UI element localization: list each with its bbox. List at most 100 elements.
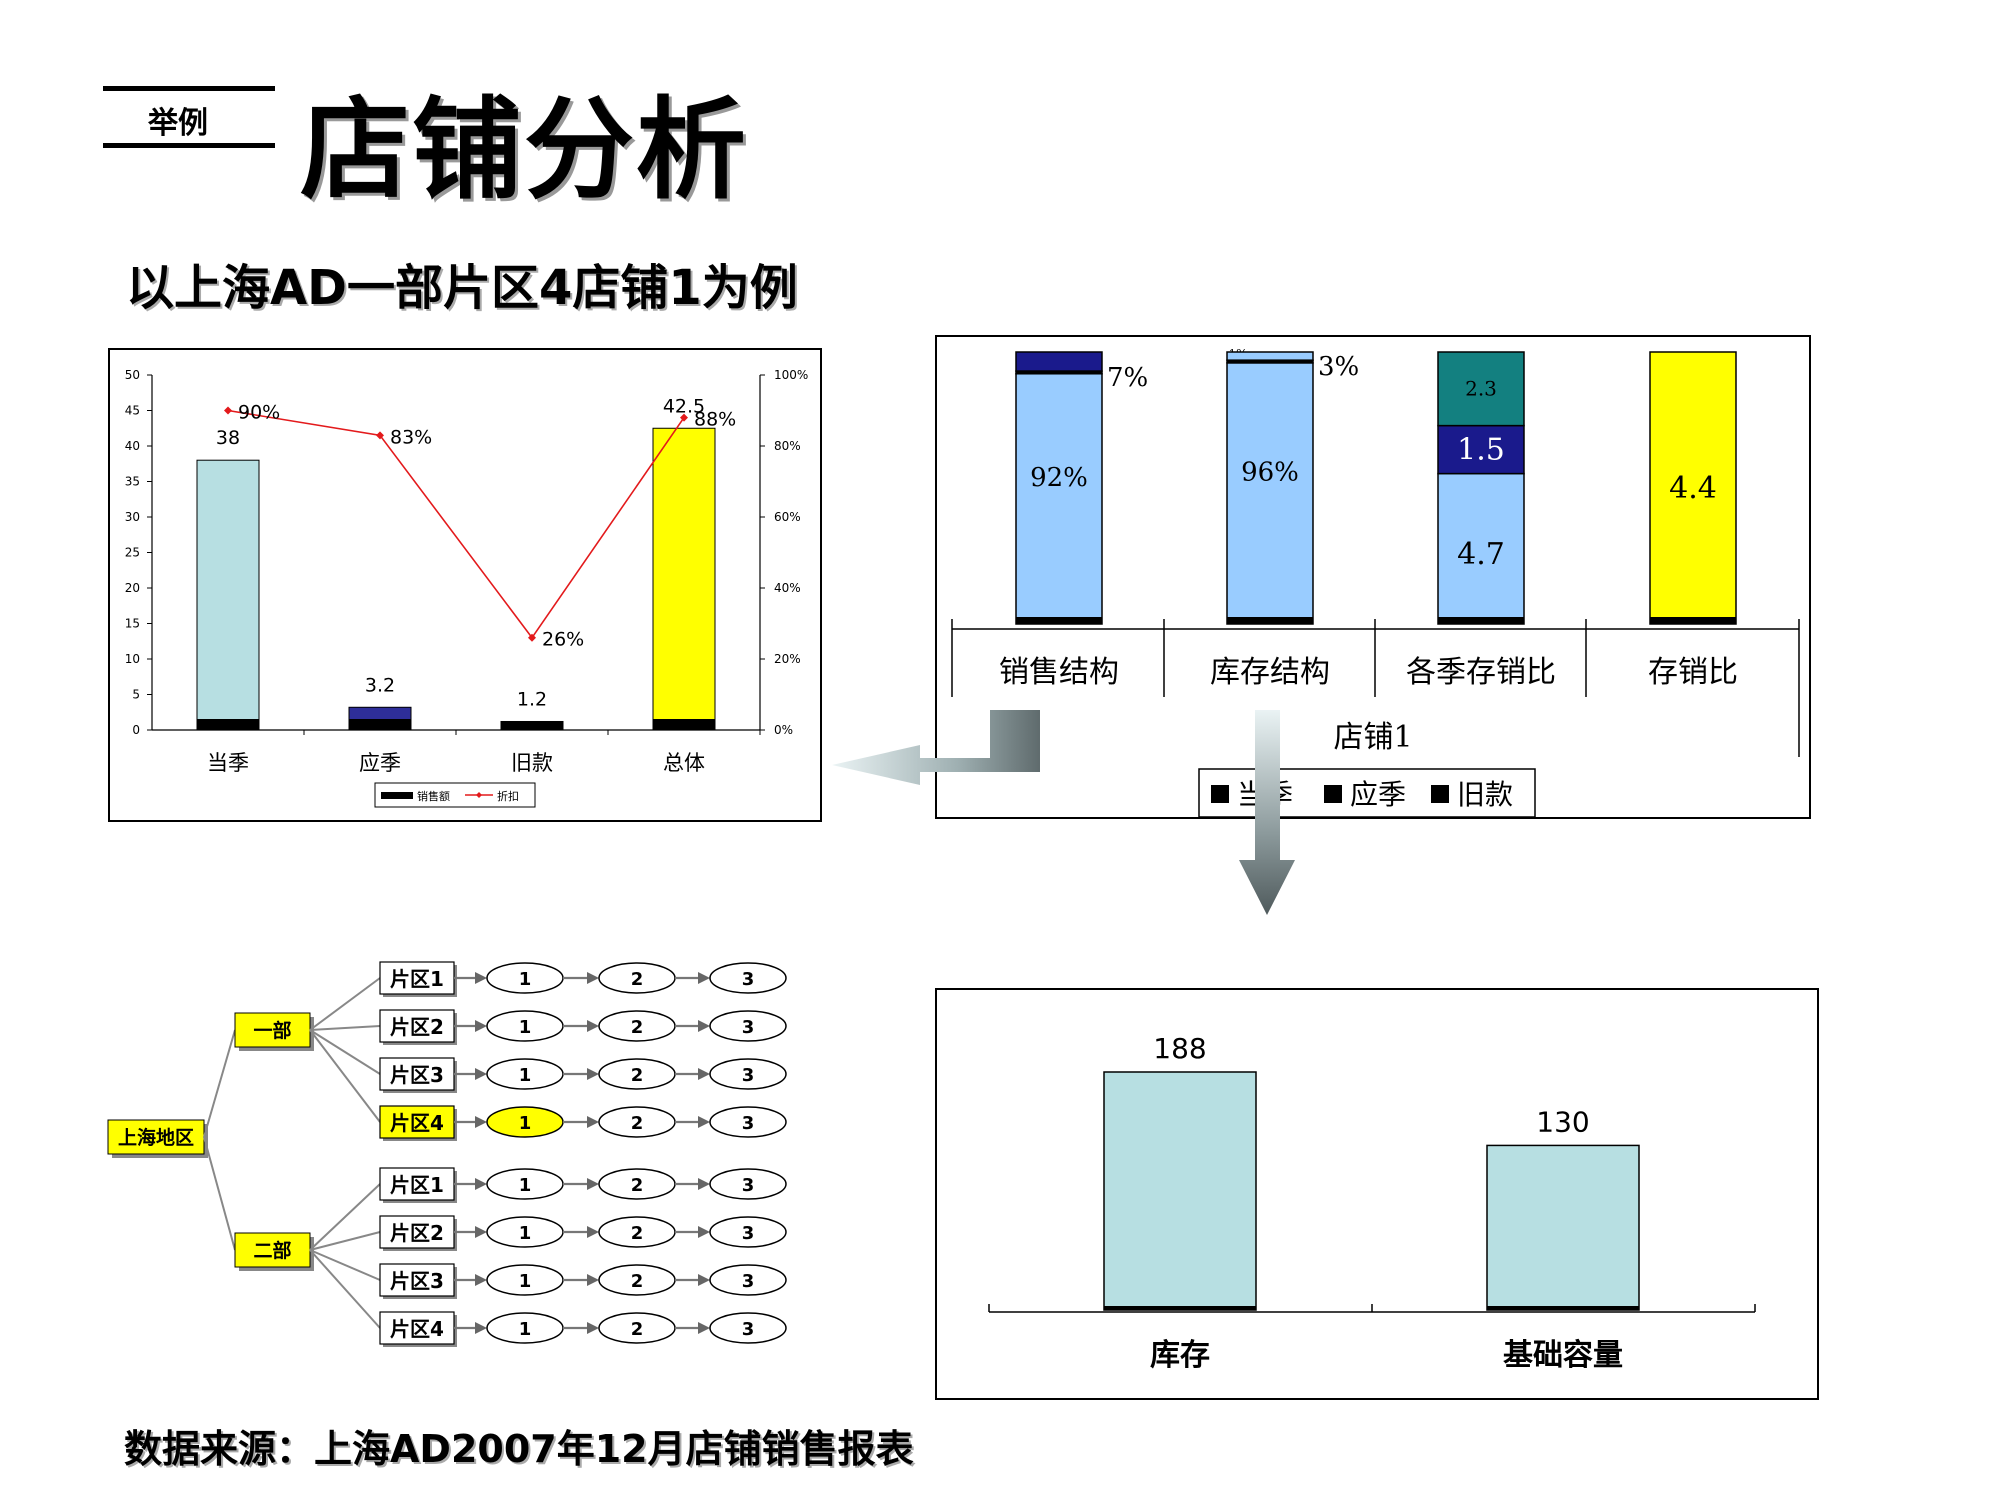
tree-connector [203,1029,236,1138]
category-label: 库存 [1150,1338,1210,1373]
arrow-head-icon [475,1274,487,1286]
category-label: 旧款 [511,751,553,775]
area-node-label: 片区4 [390,1111,444,1135]
store-node-label: 1 [519,1319,532,1340]
bar-base-segment [1438,617,1524,624]
y2-tick-label: 100% [774,368,808,382]
sales-value-label: 42.5 [663,395,705,417]
bar-base-segment [1650,617,1736,624]
stack-segment [1437,472,1525,625]
arrow-head-icon [475,1226,487,1238]
store-node-label: 3 [742,1175,755,1196]
legend-swatch [1211,785,1229,803]
area-node-label: 片区1 [390,967,444,991]
discount-value-label: 88% [694,409,736,431]
discount-marker [376,431,384,440]
arrow-head-icon [587,1116,599,1128]
stack-segment [1226,351,1314,361]
arrow-head-icon [475,1020,487,1032]
store-node-label: 1 [519,1223,532,1244]
store-node [709,1168,787,1200]
arrow-head-icon [587,1020,599,1032]
discount-marker [528,633,536,642]
bar-base-segment [197,719,259,730]
header-tag: 举例 [148,106,208,141]
category-label: 当季 [207,751,249,775]
store-node-label: 3 [742,1271,755,1292]
sales-bar [196,459,260,731]
y2-tick-label: 40% [774,581,801,595]
store-node [709,1010,787,1042]
stack-value-label: 92% [1030,463,1088,493]
arrow-head-icon [698,1226,710,1238]
sales-bar [652,427,716,731]
arrow-connectors [832,710,1295,915]
y-tick-label: 0 [132,723,140,737]
data-source-note: 数据来源：上海AD2007年12月店铺销售报表 [124,1427,914,1471]
bar-base-segment [1104,1306,1256,1310]
y2-tick-label: 20% [774,652,801,666]
y2-tick-label: 60% [774,510,801,524]
area-node-label: 片区2 [390,1221,444,1245]
store-node-label: 1 [519,1113,532,1134]
tree-connector [309,1183,381,1251]
store-node-label: 1 [519,1017,532,1038]
category-label: 销售结构 [999,655,1119,690]
store-node-label: 1 [519,969,532,990]
stack-value-label: 4.7 [1457,537,1505,572]
discount-value-label: 83% [390,426,432,448]
store-node-label: 2 [631,1271,644,1292]
arrow-head-icon [587,1226,599,1238]
tree-connector [309,977,381,1031]
y2-tick-label: 80% [774,439,801,453]
store-node-label: 1 [519,1271,532,1292]
store-node [709,1312,787,1344]
legend-label: 应季 [1350,778,1406,811]
store-node-label: 1 [519,1175,532,1196]
arrow-head-icon [698,1178,710,1190]
y-tick-label: 20 [125,581,140,595]
legend-sales-swatch [381,792,413,799]
arrow-head-icon [475,1116,487,1128]
discount-value-label: 26% [542,629,584,651]
area-node [379,1263,455,1297]
stack-segment [1437,351,1525,427]
category-label: 存销比 [1648,655,1738,690]
bar-base-segment [1227,617,1313,624]
arrow-head-icon [698,1068,710,1080]
store-node-label: 2 [631,1223,644,1244]
tree-connector [309,1231,381,1251]
stack-segment [1226,362,1314,625]
area-node [379,1009,455,1043]
page-subtitle: 以上海AD一部片区4店铺1为例 [126,260,798,316]
tree-connector [309,1249,381,1281]
legend-label: 旧款 [1457,778,1513,811]
store-node-label: 2 [631,969,644,990]
store-node [709,1106,787,1138]
stack-segment [1437,424,1525,475]
store-node-label: 2 [631,1113,644,1134]
store-node-label: 3 [742,1319,755,1340]
sales-value-label: 38 [216,427,240,449]
arrow-head-icon [475,1322,487,1334]
legend-swatch [1324,785,1342,803]
division-node-label: 一部 [253,1019,291,1042]
store-node-label: 1 [519,1065,532,1086]
root-node [107,1119,205,1155]
legend-swatch [1431,785,1449,803]
area-node-label: 片区3 [390,1269,444,1293]
y-tick-label: 30 [125,510,140,524]
bar-value-label: 130 [1536,1105,1589,1138]
stack-value-label: 1.5 [1457,433,1505,468]
stack-segment [1015,351,1103,372]
arrow-left-icon [832,710,1040,785]
area-node [379,1167,455,1201]
store-node [709,1216,787,1248]
store-node-label: 2 [631,1175,644,1196]
y-tick-label: 35 [125,475,140,489]
y-tick-label: 40 [125,439,140,453]
sales-discount-chart: 051015202530354045500%20%40%60%80%100%38… [125,368,808,808]
stack-value-label: 7% [1107,363,1148,393]
